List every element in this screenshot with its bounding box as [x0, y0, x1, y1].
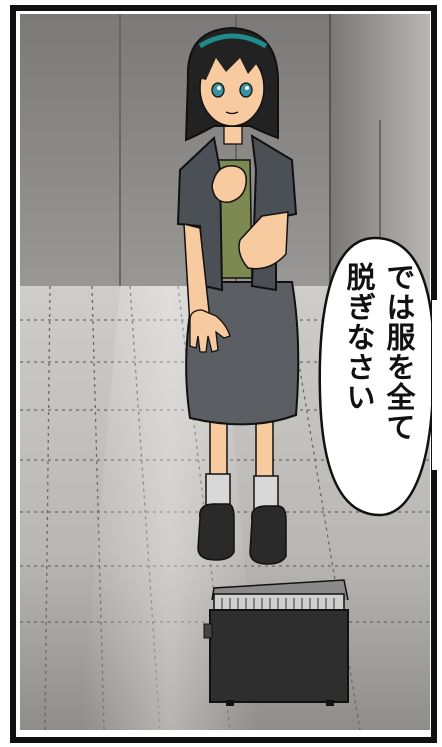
back-wall	[20, 14, 340, 294]
speech-bubble-text: では服を全て 脱ぎなさい	[342, 262, 416, 442]
girl-figure	[176, 26, 300, 565]
portable-radio-icon	[203, 579, 349, 706]
speech-line-2: 脱ぎなさい	[342, 262, 376, 412]
speech-line-1: では服を全て	[382, 262, 416, 442]
